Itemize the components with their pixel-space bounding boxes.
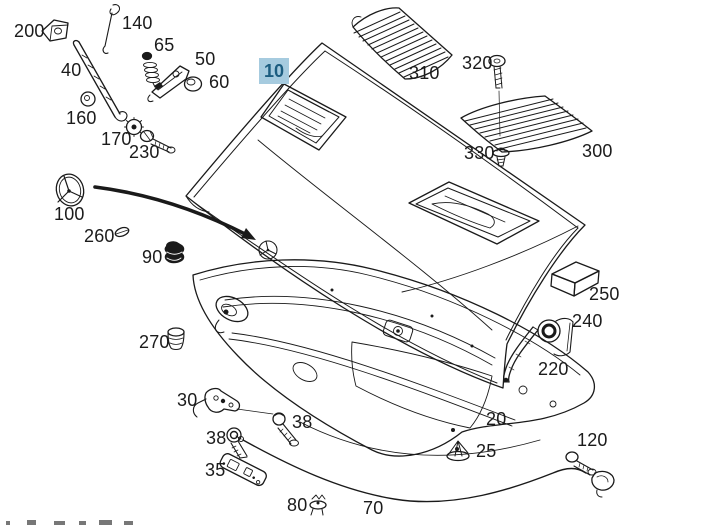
part-label-38[interactable]: 38 [206, 428, 227, 448]
part-label-90[interactable]: 90 [142, 247, 163, 267]
tape-roll-240 [537, 317, 574, 357]
part-label-70[interactable]: 70 [363, 498, 384, 518]
buffer-90 [164, 241, 185, 264]
selected-part-label[interactable]: 10 [259, 58, 289, 84]
part-label-40[interactable]: 40 [61, 60, 82, 80]
grommet-60 [183, 76, 203, 92]
grommet-160 [80, 91, 96, 107]
spring-140 [102, 4, 121, 54]
part-label-38[interactable]: 38 [292, 412, 313, 432]
clip-25 [446, 440, 470, 462]
clip-80 [309, 494, 327, 516]
part-label-65[interactable]: 65 [154, 35, 175, 55]
grille-insert-310 [351, 7, 453, 80]
clip-260 [114, 226, 130, 238]
hinge-bracket-30 [192, 387, 274, 418]
hood-vent-left [260, 83, 347, 151]
part-label-160[interactable]: 160 [66, 108, 97, 128]
hood-vent-right [408, 181, 540, 245]
part-label-35[interactable]: 35 [205, 460, 226, 480]
seal-strip-220 [502, 326, 539, 383]
hood-lock-50 [147, 65, 190, 102]
release-cable-70 [235, 435, 587, 503]
cutoff-caption-fragment [6, 520, 133, 525]
part-label-270[interactable]: 270 [139, 332, 170, 352]
part-label-60[interactable]: 60 [209, 72, 230, 92]
part-label-250[interactable]: 250 [589, 284, 620, 304]
part-label-240[interactable]: 240 [572, 311, 603, 331]
bracket-200 [41, 19, 69, 42]
part-label-300[interactable]: 300 [582, 141, 613, 161]
hood-star-mark-icon [258, 240, 278, 260]
part-label-50[interactable]: 50 [195, 49, 216, 69]
buffer-270 [167, 327, 185, 351]
bolt-spring-65 [141, 51, 160, 88]
plate-35 [219, 453, 267, 487]
part-label-25[interactable]: 25 [476, 441, 497, 461]
part-label-30[interactable]: 30 [177, 390, 198, 410]
nut-170 [124, 117, 144, 137]
part-label-220[interactable]: 220 [538, 359, 569, 379]
pointer-arrow-icon [93, 185, 256, 240]
part-label-80[interactable]: 80 [287, 495, 308, 515]
part-label-100[interactable]: 100 [54, 204, 85, 224]
part-label-120[interactable]: 120 [577, 430, 608, 450]
bolt-38-right [272, 412, 299, 447]
part-label-170[interactable]: 170 [101, 129, 132, 149]
part-label-140[interactable]: 140 [122, 13, 153, 33]
part-label-20[interactable]: 20 [486, 409, 507, 429]
part-label-260[interactable]: 260 [84, 226, 115, 246]
hood-panel [185, 42, 586, 389]
part-label-230[interactable]: 230 [129, 142, 160, 162]
grille-insert-300 [460, 95, 593, 153]
part-label-320[interactable]: 320 [462, 53, 493, 73]
foam-pad-250 [550, 261, 600, 297]
inner-panel-20 [192, 259, 595, 457]
part-label-200[interactable]: 200 [14, 21, 45, 41]
release-handle-120 [565, 451, 615, 498]
part-label-310[interactable]: 310 [409, 63, 440, 83]
star-emblem-100-icon [55, 173, 85, 207]
bolt-230 [139, 129, 176, 154]
clip-330 [492, 147, 510, 167]
part-label-330[interactable]: 330 [464, 143, 495, 163]
prop-rod-40 [72, 39, 128, 122]
bolt-38-left [226, 427, 248, 459]
